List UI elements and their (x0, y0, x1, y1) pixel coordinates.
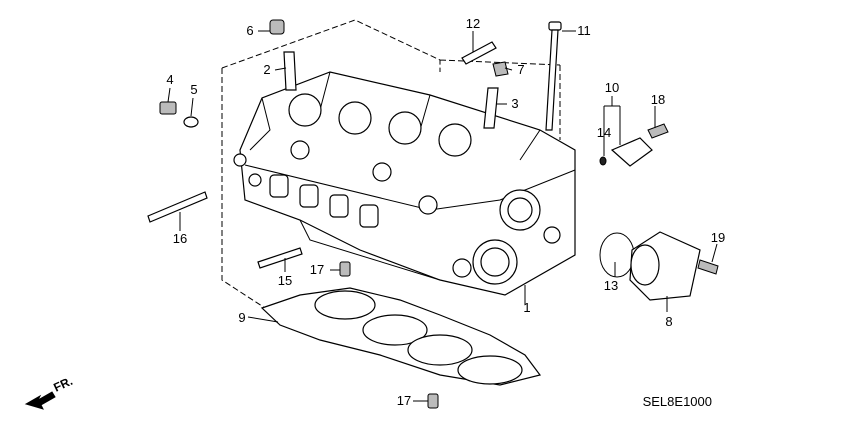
callout-11: 11 (577, 23, 591, 38)
washer-5 (183, 116, 199, 128)
assembly-boundary (221, 19, 561, 309)
dowel-pin-17-lower (427, 393, 439, 409)
front-arrow-icon (24, 391, 56, 410)
stud-12 (461, 41, 497, 65)
callout-16: 16 (173, 231, 187, 246)
leader-lines (167, 30, 718, 402)
housing-8 (629, 231, 701, 301)
cap-6 (269, 19, 285, 35)
callout-18: 18 (651, 92, 665, 107)
callout-6: 6 (246, 23, 253, 38)
callout-1: 1 (523, 300, 530, 315)
callout-9: 9 (238, 310, 245, 325)
callout-13: 13 (604, 278, 618, 293)
dowel-pin-17-upper (339, 261, 351, 277)
bolt-18 (647, 123, 669, 139)
callout-19: 19 (711, 230, 725, 245)
bolt-4 (159, 101, 177, 115)
pipe-2 (283, 51, 297, 91)
sensor-10 (599, 137, 653, 167)
callout-7: 7 (517, 62, 524, 77)
callout-2: 2 (263, 62, 270, 77)
callout-8: 8 (665, 314, 672, 329)
stud-15 (257, 247, 303, 269)
callout-5: 5 (190, 82, 197, 97)
callout-17-upper: 17 (310, 262, 324, 277)
callout-labels: 1 2 3 4 5 6 7 8 9 10 11 12 13 14 15 16 1… (166, 16, 725, 408)
callout-12: 12 (466, 16, 480, 31)
callout-3: 3 (511, 96, 518, 111)
cap-7 (492, 61, 509, 77)
diagram-code: SEL8E1000 (643, 394, 712, 409)
head-gasket (260, 287, 542, 386)
bolt-11 (545, 21, 562, 131)
callout-17-lower: 17 (397, 393, 411, 408)
front-arrow-label: FR. (51, 374, 74, 395)
front-arrow: FR. (24, 374, 75, 410)
bolt-19 (697, 259, 719, 275)
callout-15: 15 (278, 273, 292, 288)
callout-4: 4 (166, 72, 173, 87)
callout-14: 14 (597, 125, 611, 140)
o-ring-13 (599, 232, 635, 278)
callout-10: 10 (605, 80, 619, 95)
stud-16 (147, 191, 208, 223)
pipe-3 (483, 87, 499, 129)
